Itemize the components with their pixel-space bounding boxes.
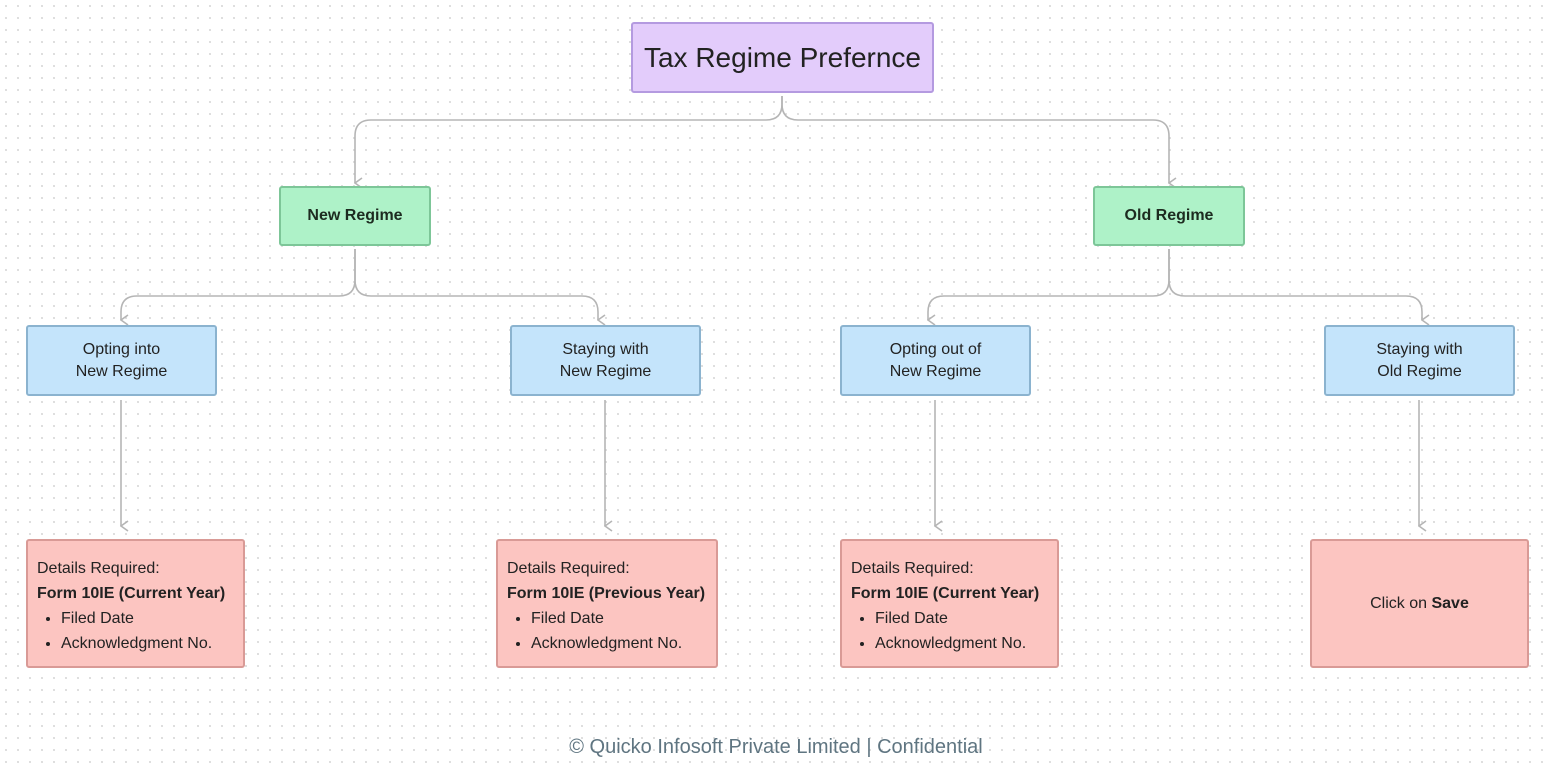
save-action-label: Save: [1431, 594, 1469, 612]
details-form: Form 10IE (Current Year): [851, 585, 1040, 602]
details-form: Form 10IE (Current Year): [37, 585, 226, 602]
root-label: Tax Regime Prefernce: [643, 41, 921, 73]
footer-copyright: © Quicko Infosoft Private Limited | Conf…: [569, 736, 983, 758]
details-item: Acknowledgment No.: [875, 631, 1026, 656]
opting-out-of-new-regime-node: Opting out of New Regime: [840, 325, 1031, 396]
connector-root-to-old-regime: [781, 96, 1169, 183]
details-required-node: Details Required: Form 10IE (Previous Ye…: [496, 539, 718, 668]
root-node: Tax Regime Prefernce: [631, 22, 934, 93]
details-item: Filed Date: [531, 606, 682, 631]
details-list: Filed Date Acknowledgment No.: [851, 606, 1026, 656]
save-prefix: Click on: [1370, 594, 1432, 612]
details-list: Filed Date Acknowledgment No.: [507, 606, 682, 656]
details-list: Filed Date Acknowledgment No.: [37, 606, 212, 656]
old-regime-label: Old Regime: [1124, 207, 1214, 224]
details-required-node: Details Required: Form 10IE (Current Yea…: [26, 539, 245, 668]
details-heading: Details Required:: [507, 560, 630, 577]
click-save-node: Click on Save: [1310, 539, 1529, 668]
connector-old-to-opting-out: [928, 249, 1170, 320]
details-form: Form 10IE (Previous Year): [507, 585, 706, 602]
node-label-line1: Opting into: [82, 340, 161, 358]
connector-root-to-new-regime: [355, 96, 783, 183]
details-heading: Details Required:: [851, 560, 974, 577]
details-heading: Details Required:: [37, 560, 160, 577]
connector-new-to-opting-into: [121, 249, 356, 320]
new-regime-node: New Regime: [279, 186, 431, 246]
opting-into-new-regime-node: Opting into New Regime: [26, 325, 217, 396]
new-regime-label: New Regime: [307, 207, 403, 224]
node-label-line2: New Regime: [889, 362, 982, 380]
old-regime-node: Old Regime: [1093, 186, 1245, 246]
save-instruction: Click on Save: [1370, 595, 1469, 613]
node-label-line1: Staying with: [1376, 340, 1463, 358]
connector-new-to-staying-new: [354, 249, 598, 320]
connector-old-to-staying-old: [1168, 249, 1422, 320]
node-label-line1: Staying with: [562, 340, 649, 358]
node-label-line2: New Regime: [75, 362, 168, 380]
node-label-line2: Old Regime: [1377, 362, 1462, 380]
node-label-line2: New Regime: [559, 362, 652, 380]
staying-with-old-regime-node: Staying with Old Regime: [1324, 325, 1515, 396]
details-item: Acknowledgment No.: [61, 631, 212, 656]
details-item: Acknowledgment No.: [531, 631, 682, 656]
details-item: Filed Date: [875, 606, 1026, 631]
node-label-line1: Opting out of: [889, 340, 982, 358]
details-required-node: Details Required: Form 10IE (Current Yea…: [840, 539, 1059, 668]
details-item: Filed Date: [61, 606, 212, 631]
staying-with-new-regime-node: Staying with New Regime: [510, 325, 701, 396]
